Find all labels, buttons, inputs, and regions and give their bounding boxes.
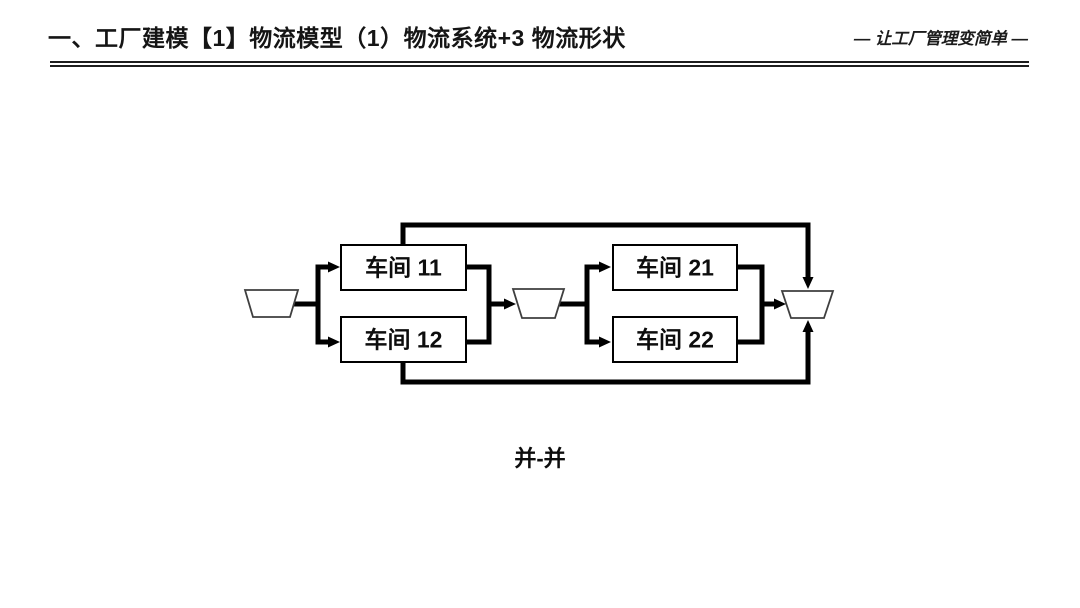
workshop-labels: 车间 11 车间 12 车间 21 车间 22: [365, 255, 715, 353]
diagram-caption: 并-并: [514, 446, 565, 471]
workshop-label-12: 车间 12: [365, 327, 443, 353]
workshop-label-22: 车间 22: [636, 327, 714, 353]
bypass-loop-bottom-line: [400, 355, 811, 385]
workshop-box-12: [340, 316, 467, 363]
trapezoid-buffer-icon: [511, 288, 566, 319]
workshop-boxes: [340, 244, 738, 363]
flow-lines: [290, 264, 765, 345]
workshop-box-22: [612, 316, 738, 363]
bypass-loop: [400, 222, 811, 385]
bypass-loop-top-line: [400, 222, 811, 252]
workshop-box-11: [340, 244, 467, 291]
trapezoid-source-icon: [243, 289, 300, 318]
header-slogan: — 让工厂管理变简单 —: [853, 30, 1028, 48]
trapezoid-connectors: [243, 288, 835, 319]
header-double-rule: [50, 61, 1029, 67]
trapezoid-sink-icon: [780, 290, 835, 319]
workshop-box-21: [612, 244, 738, 291]
workshop-label-21: 车间 21: [636, 255, 714, 281]
page-title: 一、工厂建模【1】物流模型（1）物流系统+3 物流形状: [48, 25, 626, 51]
workshop-label-11: 车间 11: [365, 255, 442, 281]
arrow-segments: [318, 250, 814, 357]
